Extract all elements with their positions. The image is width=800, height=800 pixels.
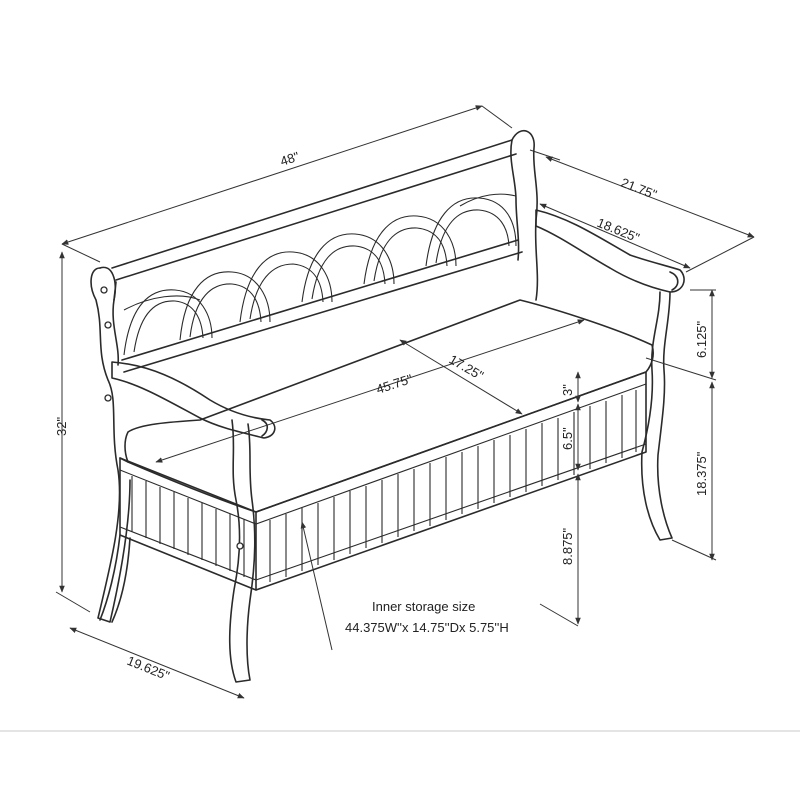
left-arm	[111, 361, 276, 439]
back-bottom-rail	[121, 239, 519, 361]
front-apron-slats	[269, 390, 637, 582]
label-arm-height: 18.375"	[694, 451, 709, 496]
storage-note-title: Inner storage size	[372, 599, 475, 614]
right-front-leg	[640, 291, 673, 541]
label-overall-depth: 21.75"	[619, 175, 659, 202]
label-arm-depth: 18.625"	[595, 215, 642, 246]
label-seat-depth: 17.25"	[447, 352, 487, 384]
left-front-post	[90, 267, 131, 623]
label-leg-depth: 19.625"	[125, 653, 172, 684]
label-seat-width: 45.75"	[374, 371, 414, 397]
label-seat-to-floor: 8.875"	[560, 527, 575, 565]
label-apron-height: 6.5"	[560, 427, 575, 450]
dimension-lines	[55, 105, 755, 699]
label-back-above-arm: 6.125"	[694, 320, 709, 358]
seat-cushion	[124, 299, 654, 513]
label-overall-width: 48"	[278, 149, 301, 169]
storage-note-size: 44.375W''x 14.75''Dx 5.75''H	[345, 620, 509, 635]
label-overall-height: 32"	[54, 417, 69, 436]
label-cushion-thickness: 3"	[560, 384, 575, 396]
left-front-leg	[228, 419, 256, 683]
back-top-rail	[111, 139, 513, 269]
right-back-post	[511, 129, 539, 301]
storage-note: Inner storage size 44.375W''x 14.75''Dx …	[345, 599, 509, 635]
side-apron-slats	[131, 476, 245, 577]
back-arches	[123, 193, 517, 356]
